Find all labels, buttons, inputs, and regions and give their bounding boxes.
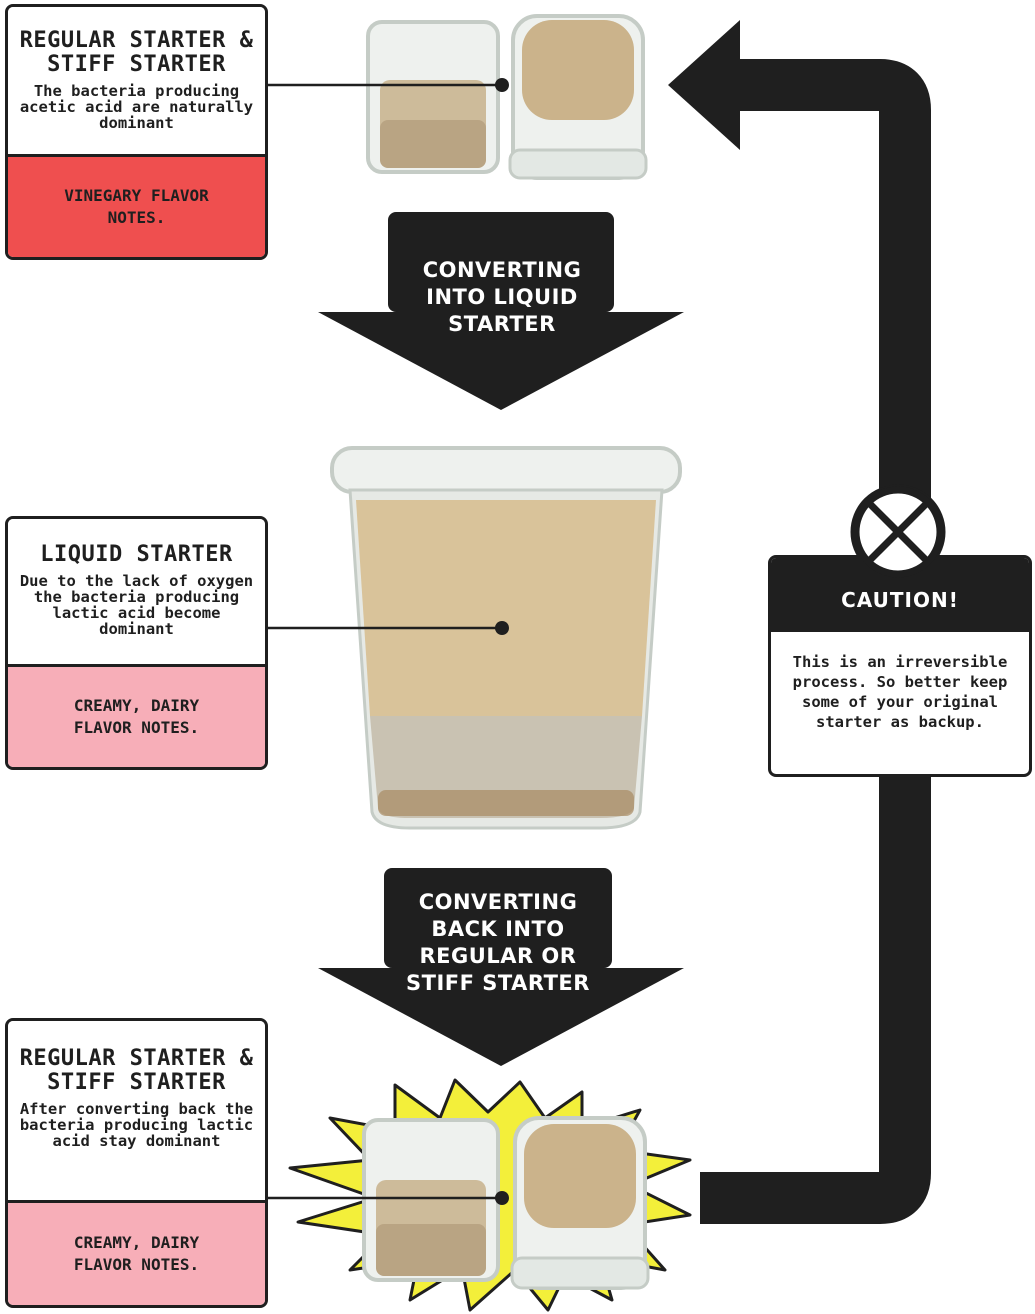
top-card-description: The bacteria producing acetic acid are n… — [18, 83, 255, 131]
starter-jars-top — [368, 16, 646, 178]
bottom-starter-card: REGULAR STARTER & STIFF STARTER After co… — [5, 1018, 268, 1308]
caution-icon-overlay — [850, 484, 946, 580]
middle-card-title: LIQUID STARTER — [18, 543, 255, 567]
arrow-2-label: CONVERTING BACK INTO REGULAR OR STIFF ST… — [388, 889, 608, 997]
middle-card-description: Due to the lack of oxygen the bacteria p… — [18, 573, 255, 637]
bottom-card-title: REGULAR STARTER & STIFF STARTER — [18, 1047, 255, 1095]
top-starter-card: REGULAR STARTER & STIFF STARTER The bact… — [5, 4, 268, 260]
bottom-card-flavor: CREAMY, DAIRY FLAVOR NOTES. — [8, 1203, 265, 1305]
caution-box: CAUTION! This is an irreversible process… — [768, 555, 1032, 777]
arrow-1-label: CONVERTING INTO LIQUID STARTER — [392, 257, 612, 338]
liquid-starter-jar — [332, 448, 680, 828]
top-card-title: REGULAR STARTER & STIFF STARTER — [18, 29, 255, 77]
top-card-flavor: VINEGARY FLAVOR NOTES. — [8, 157, 265, 257]
caution-text: This is an irreversible process. So bett… — [771, 632, 1029, 732]
middle-card-flavor: CREAMY, DAIRY FLAVOR NOTES. — [8, 667, 265, 767]
bottom-card-description: After converting back the bacteria produ… — [18, 1101, 255, 1149]
liquid-starter-card: LIQUID STARTER Due to the lack of oxygen… — [5, 516, 268, 770]
